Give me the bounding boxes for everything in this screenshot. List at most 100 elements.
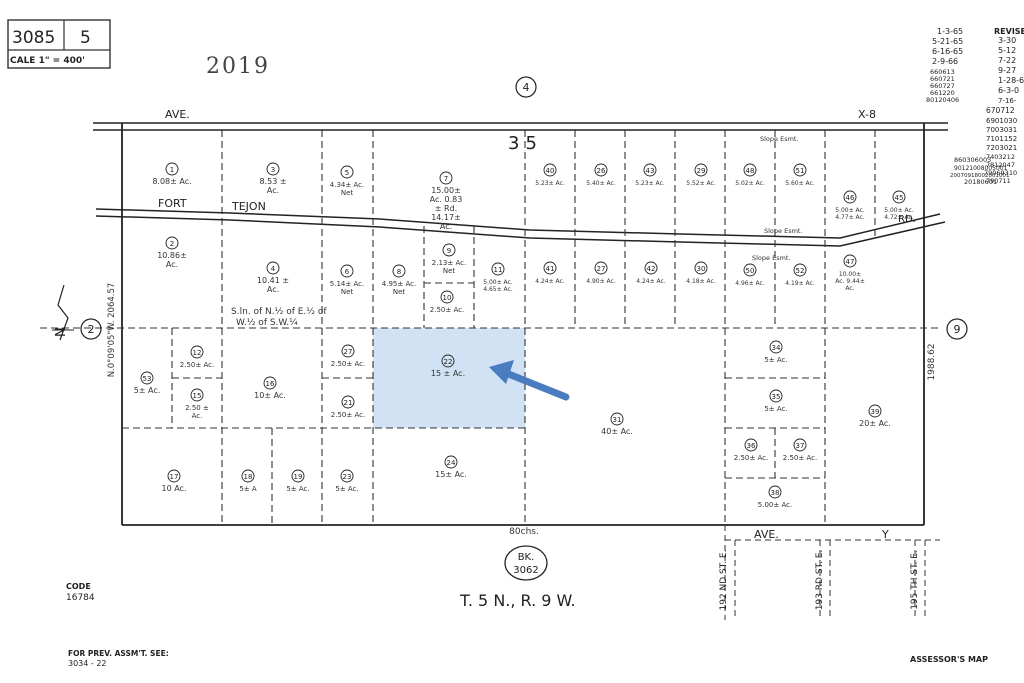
parcel-number: 2 [170,240,174,248]
parcel-circle [341,344,355,358]
revision-dates-left: 1-3-65 5-21-65 6-16-65 2-9-66 660613 660… [926,27,963,104]
parcel-circle [769,389,783,403]
prev-assessment-value: 3034 - 22 [68,659,107,668]
parcel-number: 31 [613,416,622,424]
revision-date: 790711 [986,177,1011,185]
parcel-area: Ac. [440,222,452,231]
parcel-circle [440,290,454,304]
parcel-area: 5± Ac. [764,405,787,413]
street-195th: 195 TH ST. E. [910,550,920,610]
highlighted-parcel [373,328,525,428]
parcel-area: Ac. [267,285,279,294]
parcel-number: 50 [746,267,755,275]
parcel-circle [441,354,455,368]
parcel-12: 12 2.50± Ac. [180,345,214,369]
revision-date: 7403212 [986,153,1015,161]
township-range: T. 5 N., R. 9 W. [459,591,576,610]
fort-tejon-road [95,208,946,247]
parcel-27: 274.90± Ac. [586,261,616,285]
revision-dates-right: 3-30 5-12 7-22 9-27 1-28-6 6-3-0 7-16- 6… [950,36,1024,186]
south-road [724,525,940,620]
parcel-area: 4.90± Ac. [586,278,616,285]
parcel-11: 115.00± Ac.4.65± Ac. [483,262,513,293]
parcel-number: 16 [266,380,275,388]
parcel-area: 2.50± Ac. [180,361,214,369]
parcel-circle [743,163,757,177]
parcel-circle [694,163,708,177]
parcel-6: 65.14± Ac.Net [330,264,364,296]
parcel-41: 414.24± Ac. [535,261,565,285]
west-dimension: N.0°09'05"W. 2064.57 [107,283,117,378]
south-dimension: 80chs. [509,527,539,537]
parcel-circle [793,263,807,277]
road-label-rd: RD. [898,214,916,225]
parcel-number: 10 [443,294,452,302]
parcel-circle [793,438,807,452]
parcel-50: 504.96± Ac. [735,263,765,287]
parcel-number: 35 [772,393,781,401]
pointer-arrow [489,360,570,401]
parcel-number: 1 [170,166,174,174]
road-label-y: Y [881,528,889,541]
revision-date: 80120406 [926,96,959,104]
book-ref-number: 3062 [513,565,538,576]
parcel-area: 10 Ac. [162,484,187,493]
parcel-21: 212.50± Ac. [331,395,365,419]
revision-date: 5-21-65 [932,37,963,46]
parcel-area: 5± Ac. [134,386,161,395]
revision-date: 860306003 [954,156,991,164]
easement-label: Slope Esmt. [760,135,799,143]
page-number: 5 [80,28,91,48]
scale-label: CALE 1" = 400' [10,56,85,66]
code-label: CODE [66,582,91,591]
parcel-number: 17 [170,473,179,481]
svg-text:4: 4 [523,81,530,94]
parcel-number: 12 [193,349,202,357]
parcel-number: 8 [397,268,401,276]
parcel-area: 4.65± Ac. [483,286,513,293]
parcel-number: 22 [444,358,453,366]
revision-date: 90121008005001 [954,165,1008,172]
parcel-number: 48 [746,167,755,175]
parcel-area: Net [443,267,456,275]
easement-label: Slope Esmt. [764,227,803,235]
parcel-circle [291,469,305,483]
book-ref-label: BK. [518,552,535,563]
parcel-number: 6 [345,268,350,276]
easement-label: Slope Esmt. [752,254,791,262]
svg-text:9: 9 [954,323,961,336]
parcel-area: Net [341,288,354,296]
parcel-circle [610,412,624,426]
parcel-area: 4.95± Ac. [382,280,416,288]
parcel-circle [392,264,406,278]
parcel-area: Ac. [192,412,203,420]
parcel-number: 26 [597,167,606,175]
parcel-area: 15 ± Ac. [431,369,465,378]
map-year: 2019 [206,54,270,79]
parcel-circle [340,469,354,483]
parcel-area: 5.02± Ac. [735,180,765,187]
parcel-number: 7 [444,175,448,183]
revision-date: 5-12 [998,46,1016,55]
parcel-circle [263,376,277,390]
adjacent-page-9: 9 [946,318,968,340]
parcel-5: 54.34± Ac.Net [330,165,364,197]
revision-date: 661220 [930,89,955,97]
parcel-circle [442,243,456,257]
parcel-circle [868,404,882,418]
assessors-map-label: ASSESSOR'S MAP [910,655,988,664]
parcel-38: 385.00± Ac. [758,485,792,509]
revision-date: 7812047 [986,161,1015,169]
parcel-48: 48 5.02± Ac. [735,163,765,187]
book-reference: BK. 3062 [504,545,548,581]
parcel-area: 10.86± [157,251,187,260]
parcel-area: 15.00± [431,186,461,195]
parcel-area: 5± Ac. [286,485,309,493]
revision-date: 7-22 [998,56,1016,65]
parcel-number: 43 [646,167,655,175]
header-box: 3085 5 CALE 1" = 400' [7,19,111,69]
parcel-circle [266,261,280,275]
revision-date: 660721 [930,75,955,83]
